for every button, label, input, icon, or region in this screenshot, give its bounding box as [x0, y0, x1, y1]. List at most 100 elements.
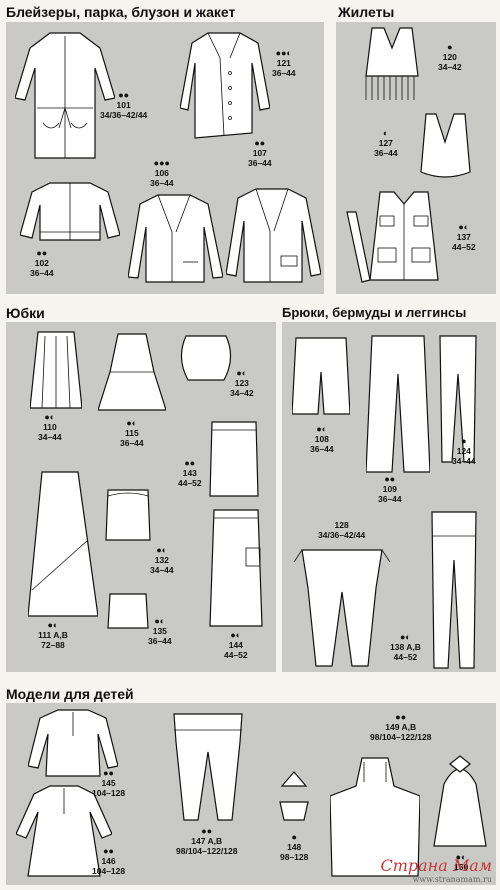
difficulty-dots: ●◐ — [458, 222, 470, 232]
item-144-label: ●◐ 144 44–52 — [224, 630, 248, 660]
size-range: 34/36–42/44 — [318, 530, 366, 540]
difficulty-dots: ●◐ — [316, 424, 328, 434]
item-146-label: ●● 146 104–128 — [92, 846, 125, 876]
model-number: 101 — [116, 100, 131, 110]
model-number: 150 — [454, 862, 469, 872]
watermark-brand: Страна Мам — [380, 856, 492, 875]
vest-137-drawing — [369, 191, 439, 281]
difficulty-dots: ●● — [36, 248, 48, 258]
difficulty-dots: ●● — [384, 474, 396, 484]
item-120-label: ● 120 34–42 — [438, 42, 462, 72]
model-number: 111 A,B — [38, 630, 68, 640]
difficulty-dots: ●◐ — [455, 852, 467, 862]
model-number: 109 — [382, 484, 397, 494]
item-127-label: ◐ 127 36–44 — [374, 128, 398, 158]
difficulty-dots: ●● — [103, 846, 114, 856]
blouson-102-drawing — [20, 182, 120, 241]
size-range: 104–128 — [92, 788, 126, 798]
size-range: 104–128 — [92, 866, 126, 876]
item-148-label: ● 148 98–128 — [280, 832, 308, 862]
difficulty-dots: ●●◐ — [275, 48, 292, 58]
item-106-label: ●●● 106 36–44 — [150, 158, 174, 188]
size-range: 98/104–122/128 — [176, 846, 238, 856]
item-115-label: ●◐ 115 36–44 — [120, 418, 144, 448]
difficulty-dots: ● — [447, 42, 453, 52]
item-111-label: ●◐ 111 A,B 72–88 — [38, 620, 68, 650]
difficulty-dots: ●◐ — [154, 616, 166, 626]
vest-120-drawing — [365, 27, 419, 100]
size-range: 36–44 — [272, 68, 296, 78]
difficulty-dots: ●◐ — [47, 620, 59, 630]
difficulty-dots: ●● — [118, 90, 130, 100]
model-number: 115 — [124, 428, 139, 438]
skirt-132-drawing — [105, 489, 151, 541]
leggings-124-drawing — [439, 335, 477, 463]
size-range: 44–52 — [224, 650, 248, 660]
item-108-label: ●◐ 108 36–44 — [310, 424, 334, 454]
model-number: 143 — [182, 468, 197, 478]
model-number: 138 A,B — [390, 642, 421, 652]
model-number: 108 — [314, 434, 329, 444]
item-102-label: ●● 102 36–44 — [30, 248, 54, 278]
item-137-label: ●◐ 137 44–52 — [452, 222, 476, 252]
model-number: 148 — [287, 842, 302, 852]
heading-vests: Жилеты — [338, 4, 395, 20]
tunic-145-drawing — [28, 709, 118, 777]
item-149-label: ●● 149 A,B 98/104–122/128 — [370, 712, 431, 742]
leggings-138-drawing — [431, 511, 477, 669]
skirt-115-drawing — [98, 333, 166, 411]
parka-101-drawing — [15, 32, 115, 159]
dress-146-drawing — [16, 785, 112, 877]
heading-kids: Модели для детей — [6, 686, 134, 702]
item-145-label: ●● 145 104–128 — [92, 768, 125, 798]
model-number: 121 — [276, 58, 291, 68]
size-range: 72–88 — [41, 640, 65, 650]
difficulty-dots: ●◐ — [230, 630, 242, 640]
jacket-107-drawing — [226, 188, 321, 283]
size-range: 36–44 — [310, 444, 334, 454]
item-138-label: ●◐ 138 A,B 44–52 — [390, 632, 421, 662]
model-number: 149 A,B — [385, 722, 417, 732]
difficulty-dots: ●● — [103, 768, 114, 778]
difficulty-dots: ● — [291, 832, 297, 842]
item-121-label: ●●◐ 121 36–44 — [272, 48, 296, 78]
model-number: 146 — [101, 856, 116, 866]
size-range: 34–44 — [452, 456, 476, 466]
model-number: 147 A,B — [191, 836, 223, 846]
model-number: 132 — [154, 555, 169, 565]
jacket-121-drawing — [180, 32, 270, 139]
size-range: 44–52 — [452, 242, 476, 252]
model-number: 107 — [252, 148, 267, 158]
difficulty-dots: ●●● — [153, 158, 170, 168]
item-107-label: ●● 107 36–44 — [248, 138, 272, 168]
difficulty-dots: ●● — [254, 138, 266, 148]
size-range: 36–44 — [374, 148, 398, 158]
item-124-label: ● 124 34–44 — [452, 436, 476, 466]
heading-blazers: Блейзеры, парка, блузон и жакет — [6, 4, 236, 20]
model-number: 124 — [456, 446, 471, 456]
model-number: 123 — [234, 378, 249, 388]
size-range: 36–44 — [30, 268, 54, 278]
size-range: 44–52 — [178, 478, 202, 488]
item-110-label: ●◐ 110 34–44 — [38, 412, 62, 442]
difficulty-dots: ●● — [201, 826, 213, 836]
model-number: 102 — [34, 258, 49, 268]
size-range: 34/36–42/44 — [100, 110, 148, 120]
size-range: 34–42 — [230, 388, 254, 398]
bag-150-drawing — [433, 755, 487, 847]
difficulty-dots: ●◐ — [156, 545, 168, 555]
vest-127-drawing — [420, 113, 471, 178]
trousers-109-drawing — [366, 335, 430, 473]
size-range: 36–44 — [248, 158, 272, 168]
item-135-label: ●◐ 135 36–44 — [148, 616, 172, 646]
size-range: 36–44 — [150, 178, 174, 188]
difficulty-dots: ●◐ — [126, 418, 138, 428]
model-number: 135 — [152, 626, 167, 636]
difficulty-dots: ● — [461, 436, 467, 446]
model-number: 137 — [456, 232, 471, 242]
item-123-label: ●◐ 123 34–42 — [230, 368, 254, 398]
item-109-label: ●● 109 36–44 — [378, 474, 402, 504]
watermark-url: www.stranamam.ru — [412, 875, 492, 884]
size-range: 98–128 — [280, 852, 309, 862]
blazer-106-drawing — [128, 194, 223, 283]
